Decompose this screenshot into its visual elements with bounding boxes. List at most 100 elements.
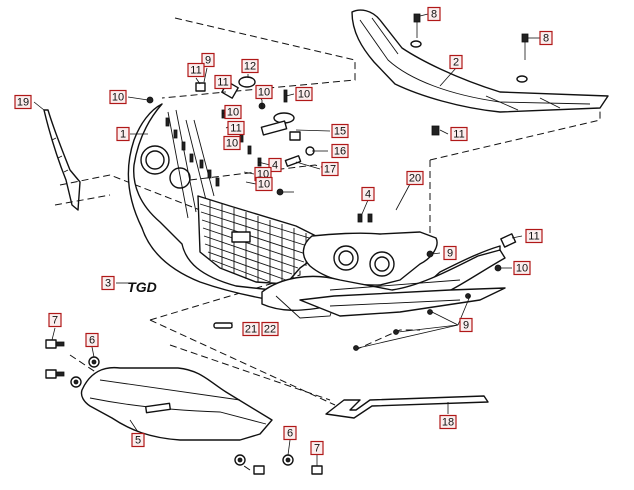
- callout-box: [131, 432, 145, 448]
- callout-number: 10: [258, 179, 270, 191]
- callout-19: 19: [14, 94, 32, 110]
- callout-number: 7: [314, 443, 320, 455]
- callout-box: [268, 157, 282, 173]
- callout-10: 10: [295, 86, 313, 102]
- callout-9: 9: [201, 52, 215, 68]
- clip-part: [213, 322, 233, 329]
- callout-number: 21: [245, 324, 257, 336]
- callout-number: 17: [324, 164, 336, 176]
- callout-number: 11: [190, 65, 201, 77]
- callout-number: 2: [453, 57, 459, 69]
- callout-1: 1: [116, 126, 130, 142]
- callout-5: 5: [131, 432, 145, 448]
- callout-number: 8: [431, 9, 437, 21]
- callout-number: 11: [217, 77, 228, 89]
- callout-number: 8: [543, 33, 549, 45]
- callout-20: 20: [406, 170, 424, 186]
- callout-number: 9: [205, 55, 211, 67]
- callout-9: 9: [459, 317, 473, 333]
- callout-box: [449, 54, 463, 70]
- callout-number: 11: [528, 231, 539, 243]
- emblem: TGD: [127, 279, 157, 295]
- emblem-text: TGD: [127, 279, 157, 295]
- callout-number: 6: [287, 428, 293, 440]
- callout-number: 16: [334, 146, 346, 158]
- callout-number: 15: [334, 126, 346, 138]
- callout-number: 20: [409, 173, 421, 185]
- callout-number: 10: [298, 89, 310, 101]
- callout-8: 8: [539, 30, 553, 46]
- callout-number: 9: [447, 248, 453, 260]
- upper-trim-panel: [351, 9, 609, 113]
- lower-lip: [299, 287, 506, 317]
- callout-box: [201, 52, 215, 68]
- callout-number: 12: [244, 61, 256, 73]
- callout-box: [443, 245, 457, 261]
- callout-10: 10: [109, 89, 127, 105]
- callout-number: 22: [264, 324, 276, 336]
- callout-number: 7: [52, 315, 58, 327]
- lower-bumper-right: [261, 231, 506, 319]
- callout-11: 11: [525, 228, 543, 244]
- callout-number: 10: [516, 263, 528, 275]
- callout-box: [361, 186, 375, 202]
- callout-box: [85, 332, 99, 348]
- callout-2: 2: [449, 54, 463, 70]
- callout-7: 7: [310, 440, 324, 456]
- callout-box: [241, 58, 259, 74]
- callout-number: 5: [135, 435, 141, 447]
- callout-7: 7: [48, 312, 62, 328]
- side-trim-strip: [43, 109, 81, 211]
- callout-box: [187, 62, 205, 78]
- callout-number: 10: [258, 87, 270, 99]
- callout-box: [331, 123, 349, 139]
- callout-box: [261, 321, 279, 337]
- callout-6: 6: [85, 332, 99, 348]
- callout-number: 10: [112, 92, 124, 104]
- callout-box: [459, 317, 473, 333]
- callout-box: [406, 170, 424, 186]
- callout-10: 10: [224, 104, 242, 120]
- callout-3: 3: [101, 275, 115, 291]
- callout-box: [283, 425, 297, 441]
- front-grille: [197, 195, 323, 285]
- callout-box: [242, 321, 260, 337]
- callout-16: 16: [331, 143, 349, 159]
- under-shield: [80, 366, 273, 441]
- callout-number: 3: [105, 278, 111, 290]
- callout-box: [539, 30, 553, 46]
- callout-box: [223, 135, 241, 151]
- callout-4: 4: [268, 157, 282, 173]
- callout-box: [310, 440, 324, 456]
- callout-number: 18: [442, 417, 454, 429]
- callout-box: [14, 94, 32, 110]
- callout-4: 4: [361, 186, 375, 202]
- callout-12: 12: [241, 58, 259, 74]
- callout-box: [525, 228, 543, 244]
- callout-box: [101, 275, 115, 291]
- callout-11: 11: [450, 126, 468, 142]
- callout-15: 15: [331, 123, 349, 139]
- callout-10: 10: [255, 176, 273, 192]
- callout-10: 10: [255, 84, 273, 100]
- callout-11: 11: [214, 74, 232, 90]
- lower-chrome-strip: [325, 395, 489, 419]
- callout-box: [439, 414, 457, 430]
- callout-9: 9: [443, 245, 457, 261]
- callout-box: [331, 143, 349, 159]
- callout-6: 6: [283, 425, 297, 441]
- leader-lines: [33, 13, 540, 466]
- callout-box: [116, 126, 130, 142]
- callout-10: 10: [223, 135, 241, 151]
- callout-21: 21: [242, 321, 260, 337]
- callout-number: 1: [120, 129, 126, 141]
- callout-number: 10: [227, 107, 239, 119]
- callout-box: [227, 120, 245, 136]
- callout-box: [255, 176, 273, 192]
- callout-box: [109, 89, 127, 105]
- callout-18: 18: [439, 414, 457, 430]
- callout-number: 4: [365, 189, 371, 201]
- callout-box: [427, 6, 441, 22]
